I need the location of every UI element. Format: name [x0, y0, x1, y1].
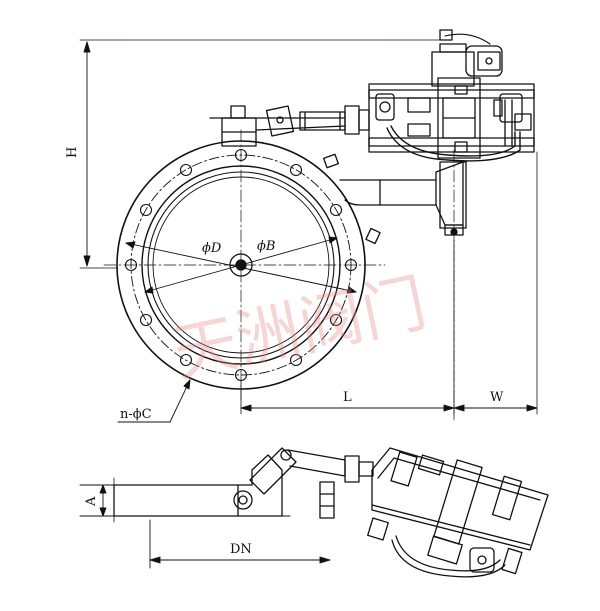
valve-body-side [113, 454, 335, 523]
bolt-hole-leader [117, 379, 191, 423]
lever-arm [209, 105, 370, 147]
air-tube-side [391, 535, 506, 578]
support-bracket [323, 153, 467, 245]
pneumatic-actuator [368, 77, 535, 159]
top-view [79, 29, 538, 423]
bolt-holes [124, 148, 358, 382]
extension-lines [79, 39, 538, 415]
watermark: 天洲阀门 [167, 266, 433, 392]
dimension-dn [149, 519, 331, 569]
label-a: A [84, 496, 99, 507]
label-w: W [490, 390, 504, 405]
air-tube [386, 125, 521, 162]
diameter-lines [125, 236, 357, 294]
label-dn: DN [230, 542, 252, 557]
dimension-h [83, 41, 91, 267]
dimension-a [79, 484, 115, 517]
dimension-l-w [240, 404, 538, 412]
label-h: H [65, 147, 80, 158]
label-n-phi-c: n-ϕC [120, 407, 152, 422]
bottom-view [79, 447, 549, 578]
actuator-side [367, 447, 549, 575]
solenoid-valve [431, 29, 503, 87]
label-phi-b: ϕB [257, 239, 275, 254]
label-l: L [343, 390, 352, 405]
label-phi-d: ϕD [202, 241, 222, 256]
